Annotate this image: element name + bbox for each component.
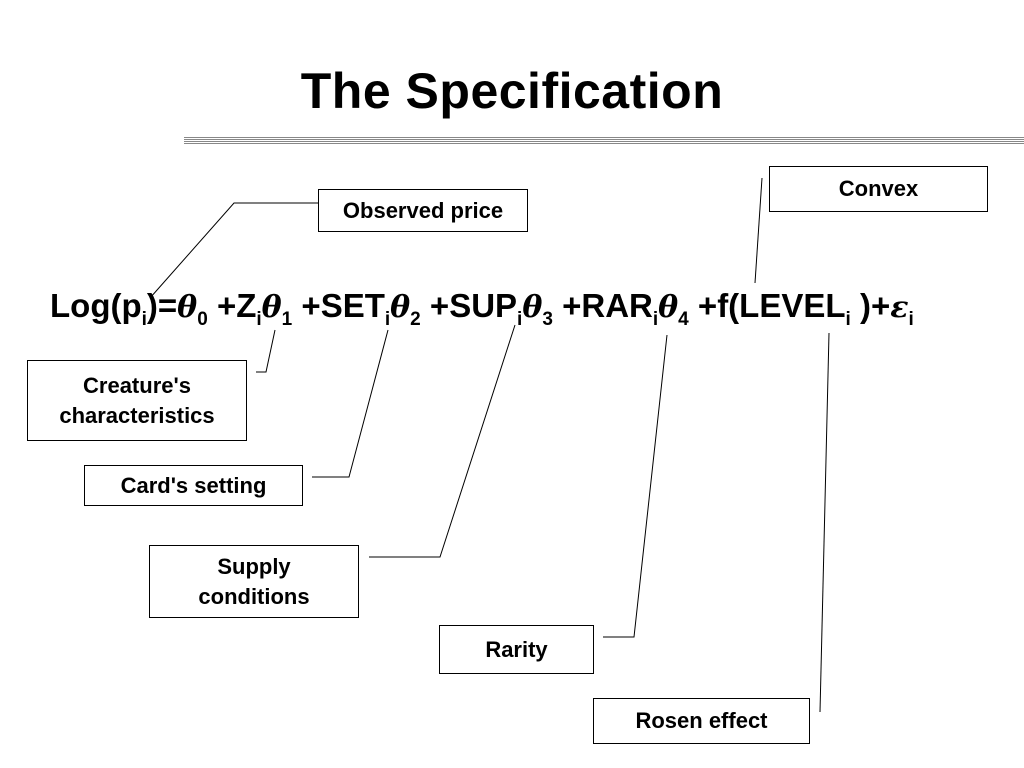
card-setting-label: Card's setting bbox=[84, 465, 303, 506]
regression-equation: Log(pi)=θ0 +Ziθ1 +SETiθ2 +SUPiθ3 +RARiθ4… bbox=[50, 287, 914, 330]
observed-price-label: Observed price bbox=[318, 189, 528, 232]
connector-convex bbox=[754, 177, 763, 284]
connector-card-setting bbox=[312, 329, 389, 478]
slide-title: The Specification bbox=[300, 63, 724, 119]
connector-observed-price bbox=[149, 202, 318, 299]
rarity-label: Rarity bbox=[439, 625, 594, 674]
connector-supply bbox=[369, 324, 516, 558]
rosen-effect-label: Rosen effect bbox=[593, 698, 810, 744]
connector-rosen bbox=[819, 332, 830, 713]
title-divider bbox=[184, 137, 1024, 146]
creature-characteristics-label: Creature's characteristics bbox=[27, 360, 247, 441]
connector-creature bbox=[256, 329, 276, 373]
supply-conditions-label: Supply conditions bbox=[149, 545, 359, 618]
connector-rarity bbox=[603, 334, 668, 638]
convex-label: Convex bbox=[769, 166, 988, 212]
